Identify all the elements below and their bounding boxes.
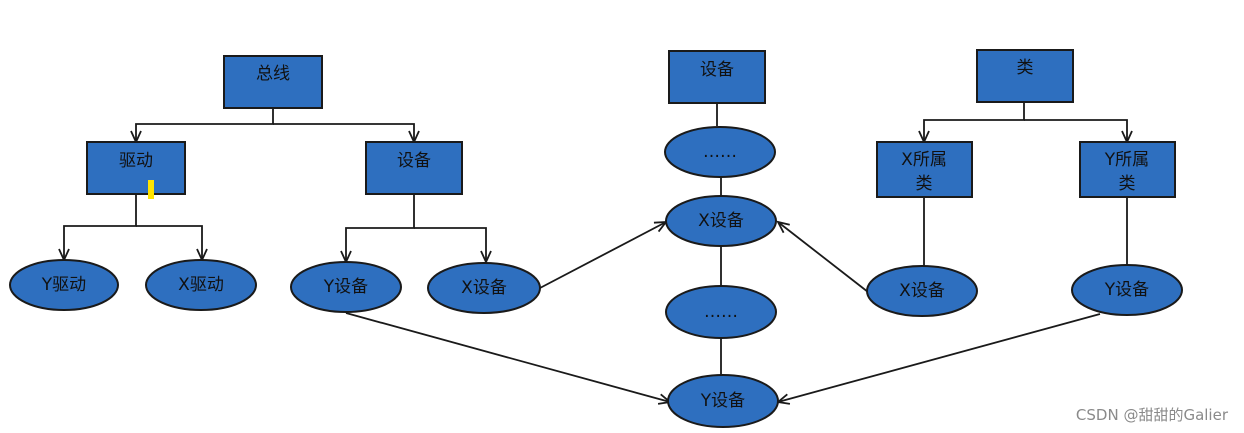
node-x-driver-label: X驱动: [178, 275, 224, 295]
node-driver: 驱动: [86, 141, 186, 195]
node-device-label: 设备: [397, 151, 431, 171]
node-class-x-device: X设备: [866, 265, 978, 317]
node-class: 类: [976, 49, 1074, 103]
node-y-class-label-1: Y所属: [1104, 150, 1149, 170]
edge-class-ydevice-to-chain-ydevice: [778, 313, 1101, 402]
node-chain-header-label: 设备: [700, 60, 734, 80]
edge-bus-xdevice-to-chain-xdevice: [539, 222, 666, 289]
node-class-y-device-label: Y设备: [1104, 280, 1149, 300]
node-driver-label: 驱动: [119, 151, 153, 171]
node-bus-y-device-label: Y设备: [323, 277, 368, 297]
node-class-y-device: Y设备: [1071, 264, 1183, 316]
node-x-class-label-1: X所属: [901, 150, 947, 170]
watermark: CSDN @甜甜的Galier: [1076, 406, 1229, 424]
node-chain-header: 设备: [668, 50, 766, 104]
node-y-driver-label: Y驱动: [41, 275, 86, 295]
node-bus-x-device: X设备: [427, 262, 541, 314]
node-chain-y-device-label: Y设备: [700, 391, 745, 411]
node-chain-x-device-label: X设备: [698, 211, 744, 231]
text-cursor-marker: [148, 180, 154, 199]
edge-device-to-xdevice: [414, 227, 486, 262]
node-x-class: X所属 类: [876, 141, 973, 198]
edge-class-to-yclass: [1024, 119, 1127, 142]
edge-bus-to-driver: [136, 108, 274, 142]
edge-driver-to-ydriver: [64, 194, 137, 260]
node-chain-x-device: X设备: [665, 195, 777, 247]
node-x-class-label-2: 类: [916, 174, 933, 194]
node-chain-ellipsis-mid-label: ……: [704, 302, 738, 322]
node-chain-y-device: Y设备: [667, 374, 779, 428]
edge-bus-ydevice-to-chain-ydevice: [345, 312, 670, 402]
node-bus-label: 总线: [256, 64, 290, 84]
node-bus-y-device: Y设备: [290, 261, 402, 313]
node-y-driver: Y驱动: [9, 259, 119, 311]
node-bus: 总线: [223, 55, 323, 109]
node-bus-x-device-label: X设备: [461, 278, 507, 298]
node-chain-ellipsis-top: ……: [664, 126, 776, 178]
node-class-label: 类: [1017, 58, 1034, 78]
edge-class-to-xclass: [924, 102, 1025, 142]
node-chain-ellipsis-mid: ……: [665, 285, 777, 339]
node-y-class-label-2: 类: [1119, 174, 1136, 194]
node-device: 设备: [365, 141, 463, 195]
edge-driver-to-xdriver: [136, 225, 202, 260]
node-y-class: Y所属 类: [1079, 141, 1176, 198]
edge-device-to-ydevice: [346, 194, 415, 262]
node-chain-ellipsis-top-label: ……: [703, 142, 737, 162]
edge-bus-to-device: [273, 123, 414, 142]
node-class-x-device-label: X设备: [899, 281, 945, 301]
edges: [64, 102, 1127, 402]
node-x-driver: X驱动: [145, 259, 257, 311]
edge-class-xdevice-to-chain-xdevice: [778, 222, 869, 293]
